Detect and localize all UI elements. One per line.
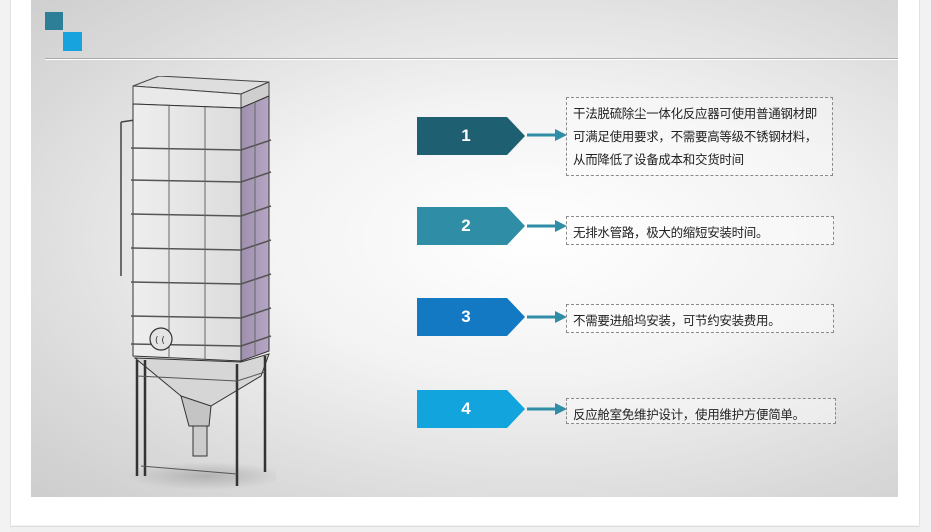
header-divider (45, 58, 898, 59)
decor-square-dark (45, 12, 63, 30)
arrow-right-icon (527, 311, 567, 323)
step-number: 4 (461, 399, 471, 418)
step-badge-4: 4 (417, 390, 527, 428)
step-badge-3: 3 (417, 298, 527, 336)
bottom-divider (10, 526, 920, 532)
arrow-right-icon (527, 403, 567, 415)
arrow-right-icon (527, 220, 567, 232)
step-number: 2 (461, 216, 471, 235)
step-number: 1 (461, 126, 471, 145)
step-description-4: 反应舱室免维护设计，使用维护方便简单。 (566, 398, 836, 424)
step-description-1: 干法脱硫除尘一体化反应器可使用普通钢材即可满足使用要求，不需要高等级不锈钢材料，… (566, 97, 833, 176)
step-description-3: 不需要进船坞安装，可节约安装费用。 (566, 304, 834, 333)
reactor-tower-illustration: ( ( (120, 76, 276, 490)
step-number: 3 (461, 307, 471, 326)
arrow-right-icon (527, 129, 567, 141)
svg-text:( (: ( ( (155, 336, 165, 346)
decor-square-light (63, 32, 82, 51)
feature-panel: ( ( 1 干法脱硫除尘一体化反应器可使用普通钢材即可满足使用要求，不需要高等级… (31, 0, 898, 497)
step-badge-1: 1 (417, 117, 527, 155)
step-description-2: 无排水管路，极大的缩短安装时间。 (566, 216, 834, 245)
step-badge-2: 2 (417, 207, 527, 245)
